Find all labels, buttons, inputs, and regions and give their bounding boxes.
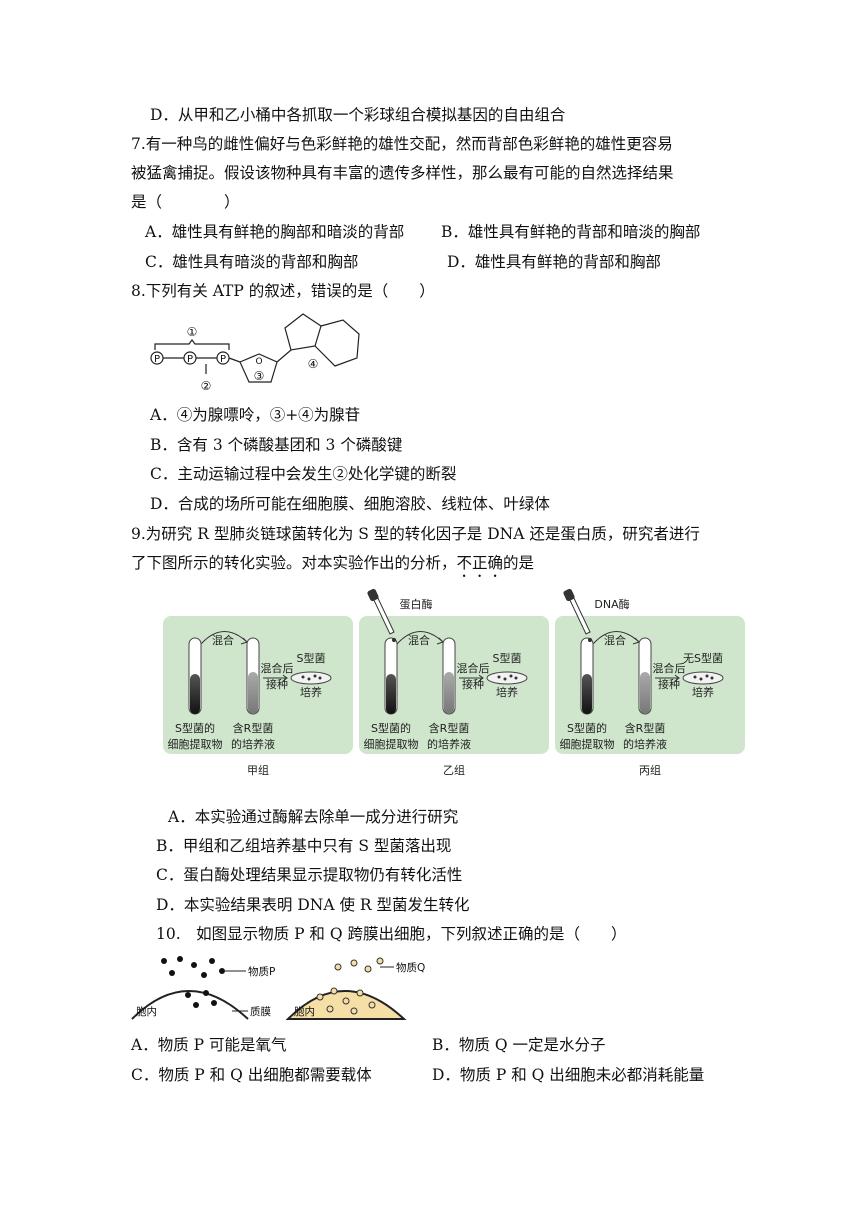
q9-stem-line1: 9.为研究 R 型肺炎链球菌转化为 S 型的转化因子是 DNA 还是蛋白质，研究… [131,525,700,543]
q7-option-d: D．雄性具有鲜艳的背部和胸部 [447,253,661,271]
q9-option-b: B．甲组和乙组培养基中只有 S 型菌落出现 [156,837,452,855]
transformation-experiment-figure: 蛋白酶 DNA酶 混合 混合后 接种 S型菌 培养 S型菌的 细胞提取物 含R型… [163,588,745,777]
after-mix-2b: 接种 [462,677,484,691]
s-extract-1b: 细胞提取物 [168,737,223,751]
after-mix-1a: 混合后 [261,661,294,675]
label-inside-right: 胞内 [294,1005,315,1018]
q7-stem-line3: 是（ ） [131,193,240,211]
result-label-3: 无S型菌 [683,651,723,665]
atp-label-p3: P [220,354,226,365]
r-medium-2b: 的培养液 [427,737,471,751]
q7-option-b: B．雄性具有鲜艳的背部和暗淡的胸部 [441,223,701,241]
atp-structure-figure: P P P O ① ② ③ ④ [150,313,360,393]
mix-label-1: 混合 [212,633,234,647]
r-medium-3a: 含R型菌 [625,721,666,735]
atp-marker-3: ③ [254,369,265,383]
q8-option-a: A．④为腺嘌呤，③+④为腺苷 [150,406,361,424]
culture-label-2: 培养 [496,685,518,699]
atp-marker-1: ① [187,325,198,339]
culture-label-1: 培养 [300,685,322,699]
mix-label-2: 混合 [408,633,430,647]
q10-option-a: A．物质 P 可能是氧气 [131,1036,287,1054]
group-panel-1 [163,616,353,754]
enzyme-label-protease: 蛋白酶 [400,597,433,611]
q8-option-b: B．含有 3 个磷酸基团和 3 个磷酸键 [150,436,403,454]
q9-stem-part2: 的是 [503,554,535,572]
group-panel-3 [555,616,745,754]
mix-label-3: 混合 [604,633,626,647]
group-panel-2 [359,616,549,754]
atp-marker-2: ② [201,379,212,393]
r-medium-1b: 的培养液 [231,737,275,751]
s-extract-3a: S型菌的 [567,721,607,735]
enzyme-label-dnase: DNA酶 [594,598,629,611]
label-substance-p: 物质P [248,965,275,978]
q7-option-c: C．雄性具有暗淡的背部和胸部 [145,253,359,271]
after-mix-3b: 接种 [658,677,680,691]
after-mix-1b: 接种 [266,677,288,691]
dropper-icon-dnase [563,588,593,643]
dropper-icon-protease [367,588,397,643]
atp-label-p1: P [154,354,160,365]
q10-stem: 10. 如图显示物质 P 和 Q 跨膜出细胞，下列叙述正确的是（ ） [156,925,627,943]
q10-option-c: C．物质 P 和 Q 出细胞都需要载体 [131,1066,372,1084]
atp-label-o: O [255,357,262,367]
q9-option-a: A．本实验通过酶解去除单一成分进行研究 [168,808,459,826]
q9-option-d: D．本实验结果表明 DNA 使 R 型菌发生转化 [156,896,470,914]
after-mix-2a: 混合后 [457,661,490,675]
atp-marker-4: ④ [308,357,319,371]
result-label-1: S型菌 [297,651,326,665]
r-medium-3b: 的培养液 [623,737,667,751]
s-extract-2b: 细胞提取物 [364,737,419,751]
s-extract-2a: S型菌的 [371,721,411,735]
result-label-2: S型菌 [493,651,522,665]
q7-stem-line1: 7.有一种鸟的雌性偏好与色彩鲜艳的雄性交配，然而背部色彩鲜艳的雄性更容易 [131,135,673,153]
group-caption-2: 乙组 [443,763,465,777]
q10-option-d: D．物质 P 和 Q 出细胞未必都消耗能量 [432,1066,705,1084]
s-extract-3b: 细胞提取物 [560,737,615,751]
label-inside-left: 胞内 [136,1005,157,1018]
q8-option-d: D．合成的场所可能在细胞膜、细胞溶胶、线粒体、叶绿体 [150,495,550,513]
label-membrane: 质膜 [250,1006,271,1018]
q7-option-a: A．雄性具有鲜艳的胸部和暗淡的背部 [145,223,405,241]
q8-option-c: C．主动运输过程中会发生②处化学键的断裂 [150,465,457,483]
membrane-transport-figure: 物质P 质膜 胞内 物质Q 胞内 [131,956,425,1020]
q9-emphasis: 不正确 [456,554,504,572]
group-caption-3: 丙组 [639,763,661,777]
q9-option-c: C．蛋白酶处理结果显示提取物仍有转化活性 [156,866,463,884]
q9-stem-part1: 了下图所示的转化实验。对本实验作出的分析， [131,554,457,572]
q9-stem-line2: 了下图所示的转化实验。对本实验作出的分析，不正确的是 [131,552,534,581]
culture-label-3: 培养 [692,685,714,699]
s-extract-1a: S型菌的 [175,721,215,735]
r-medium-2a: 含R型菌 [429,721,470,735]
r-medium-1a: 含R型菌 [233,721,274,735]
atp-label-p2: P [187,354,193,365]
q8-stem: 8.下列有关 ATP 的叙述，错误的是（ ） [131,282,435,300]
group-caption-1: 甲组 [247,763,269,777]
after-mix-3a: 混合后 [653,661,686,675]
q10-option-b: B．物质 Q 一定是水分子 [432,1036,606,1054]
label-substance-q: 物质Q [396,961,425,974]
q6-option-d: D．从甲和乙小桶中各抓取一个彩球组合模拟基因的自由组合 [150,106,566,124]
q7-stem-line2: 被猛禽捕捉。假设该物种具有丰富的遗传多样性，那么最有可能的自然选择结果 [131,164,674,182]
